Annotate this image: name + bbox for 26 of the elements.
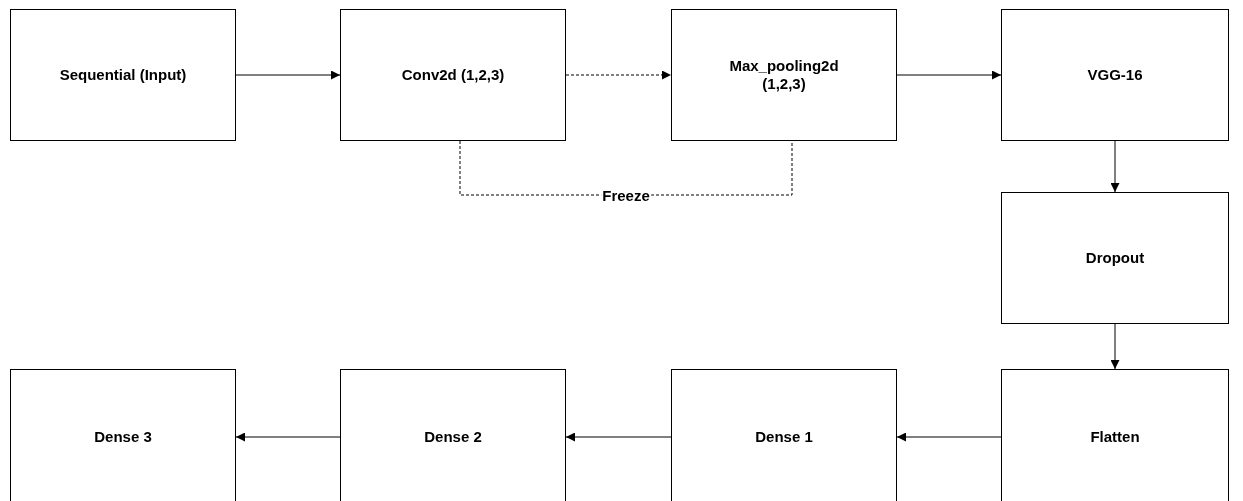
arrow	[565, 432, 672, 442]
process-box	[340, 369, 566, 501]
box-label: Dense 3	[94, 428, 152, 446]
arrow	[235, 70, 341, 80]
process-box	[340, 9, 566, 141]
process-box	[1001, 9, 1229, 141]
process-box	[10, 369, 236, 501]
box-label: Max_pooling2d (1,2,3)	[728, 57, 840, 93]
arrow	[1110, 323, 1120, 370]
arrow	[1110, 140, 1120, 193]
box-label: Conv2d (1,2,3)	[401, 66, 505, 84]
box-label: Dense 1	[755, 428, 813, 446]
arrow	[235, 432, 341, 442]
process-box	[10, 9, 236, 141]
box-label: VGG-16	[1087, 66, 1143, 84]
arrow	[896, 432, 1002, 442]
process-box	[1001, 369, 1229, 501]
process-box	[1001, 192, 1229, 324]
box-label: Dense 2	[424, 428, 482, 446]
arrow	[565, 70, 672, 80]
arrow	[896, 70, 1002, 80]
process-box	[671, 369, 897, 501]
box-label: Dropout	[1085, 249, 1145, 267]
box-label: Flatten	[1090, 428, 1140, 446]
process-box	[671, 9, 897, 141]
box-label: Sequential (Input)	[59, 66, 187, 84]
